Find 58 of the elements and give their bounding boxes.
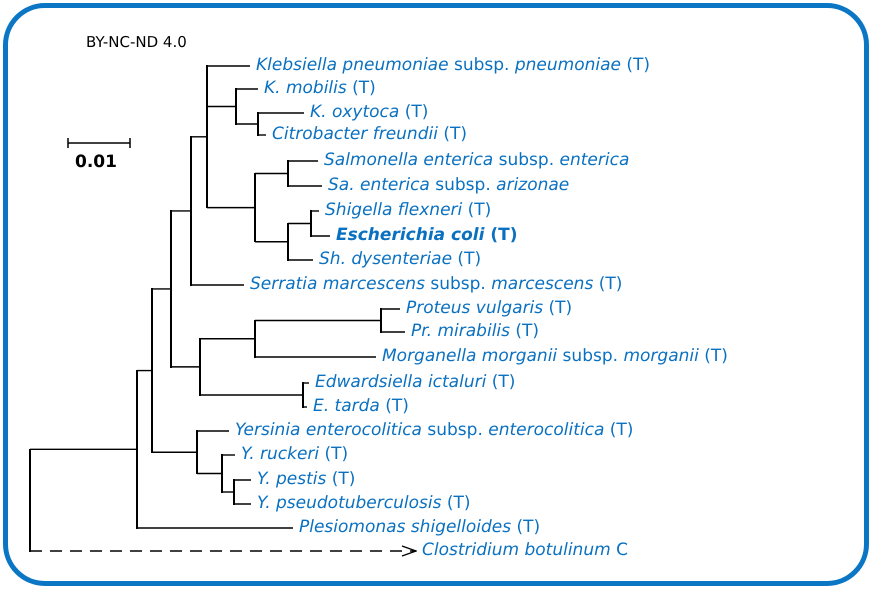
branch-line (200, 394, 303, 396)
taxon-label: Shigella flexneri (T) (319, 199, 492, 221)
branch-line (222, 454, 235, 456)
taxon-label: Salmonella enterica subsp. enterica (318, 149, 630, 171)
branch-line (191, 136, 207, 138)
branch-line (197, 472, 222, 474)
branch-line (200, 338, 255, 340)
branch-line (255, 172, 288, 174)
branch-line (288, 259, 313, 261)
branch-line (236, 88, 258, 90)
branch-line (258, 112, 304, 114)
branch-line (171, 366, 200, 368)
scale-label: 0.01 (75, 152, 117, 172)
branch-line (288, 160, 318, 162)
branch-line (152, 288, 171, 290)
branch-line (311, 235, 330, 237)
branch-line (152, 452, 197, 453)
license-text: BY-NC-ND 4.0 (86, 33, 187, 51)
taxon-label: Y. pestis (T) (251, 468, 356, 490)
taxon-label: K. oxytoca (T) (304, 101, 428, 123)
taxon-label: Escherichia coli (T) (330, 224, 518, 246)
branch-line (30, 448, 137, 450)
taxon-label: Y. pseudotuberculosis (T) (251, 492, 470, 514)
branch-line (255, 320, 381, 322)
branch-line (207, 106, 236, 108)
branch-line (207, 65, 250, 67)
branch-line (171, 210, 191, 212)
taxon-label: E. tarda (T) (307, 395, 409, 417)
taxon-label: Edwardsiella ictaluri (T) (309, 371, 516, 393)
taxon-label: K. mobilis (T) (258, 77, 376, 99)
branch-line (288, 185, 322, 187)
taxon-label: Yersinia enterocolitica subsp. enterocolitica (T) (229, 419, 634, 441)
branch-line (236, 123, 258, 125)
branch-line (137, 370, 152, 372)
taxon-label: Pr. mirabilis (T) (405, 320, 540, 342)
branch-line (197, 430, 229, 432)
branch-line (234, 479, 251, 481)
taxon-label: Citrobacter freundii (T) (266, 123, 468, 145)
branch-line (255, 241, 288, 242)
taxon-label: Klebsiella pneumoniae subsp. pneumoniae (T) (250, 54, 650, 76)
taxon-label: Sh. dysenteriae (T) (313, 248, 482, 270)
taxon-label: Clostridium botulinum C (416, 539, 628, 561)
taxon-label: Serratia marcescens subsp. marcescens (T) (244, 273, 622, 295)
taxon-label: Y. ruckeri (T) (235, 443, 348, 465)
branch-line (137, 527, 293, 529)
branch-line (288, 222, 311, 224)
taxon-label: Sa. enterica subsp. arizonae (322, 174, 570, 196)
branch-line (191, 284, 244, 286)
branch-line (255, 356, 376, 358)
branch-line (222, 491, 234, 493)
branch-line (234, 503, 251, 505)
taxon-label: Proteus vulgaris (T) (400, 297, 572, 319)
branch-line (207, 206, 255, 208)
branch-line (30, 545, 417, 557)
branch-line (381, 331, 405, 333)
taxon-label: Morganella morganii subsp. morganii (T) (376, 345, 728, 367)
branch-line (381, 308, 400, 310)
taxon-label: Plesiomonas shigelloides (T) (293, 516, 540, 538)
